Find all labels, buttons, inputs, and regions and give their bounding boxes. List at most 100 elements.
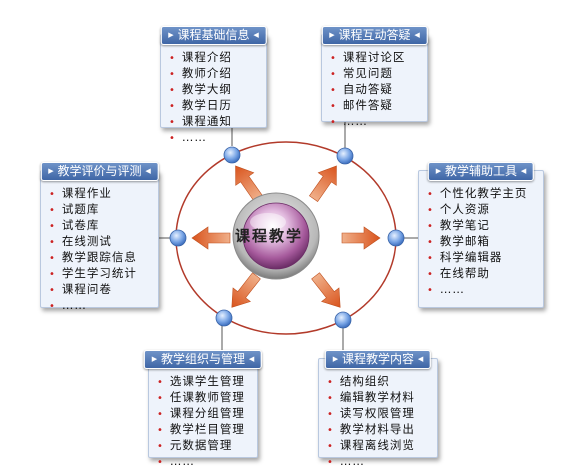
bullet-icon: • (327, 377, 334, 388)
list-item[interactable]: •课程分组管理 (157, 406, 245, 420)
box-header: ▶ 课程教学内容 ◀ (324, 350, 432, 369)
box-title: 课程互动答疑 (338, 28, 411, 42)
bullet-icon: • (157, 409, 164, 420)
box-header: ▶ 课程互动答疑 ◀ (321, 26, 428, 45)
arrow-to-eval (191, 226, 231, 250)
arrow-to-qa (309, 165, 337, 202)
bullet-icon: • (157, 441, 164, 452)
box-title: 教学组织与管理 (160, 352, 246, 366)
triangle-right-icon: ▶ (435, 167, 442, 175)
list-item[interactable]: •自动答疑 (330, 82, 393, 96)
arrow-to-org (231, 272, 261, 308)
bullet-icon: • (427, 269, 434, 280)
list-item[interactable]: •教师介绍 (169, 66, 232, 80)
list-item[interactable]: •课程离线浏览 (327, 438, 415, 452)
list-item[interactable]: •学生学习统计 (49, 266, 137, 280)
item-list: •课程讨论区 •常见问题 •自动答疑 •邮件答疑 •…… (330, 49, 421, 129)
box-teaching-tools: ▶ 教学辅助工具 ◀ •个性化教学主页 •个人资源 •教学笔记 •教学邮箱 •科… (418, 162, 544, 308)
list-item[interactable]: •教学日历 (169, 98, 232, 112)
box-header: ▶ 课程基础信息 ◀ (160, 26, 267, 45)
node-basic (223, 146, 241, 164)
bullet-icon: • (49, 253, 56, 264)
bullet-icon: • (157, 457, 164, 468)
triangle-left-icon: ◀ (414, 31, 420, 39)
box-header: ▶ 教学评价与评测 ◀ (40, 162, 159, 181)
item-list: •课程作业 •试题库 •试卷库 •在线测试 •教学跟踪信息 •学生学习统计 •课… (49, 185, 152, 313)
list-item[interactable]: •任课教师管理 (157, 390, 245, 404)
list-item[interactable]: •教学材料导出 (327, 422, 415, 436)
box-header: ▶ 教学辅助工具 ◀ (427, 162, 535, 181)
center-label: 课程教学 (234, 227, 303, 245)
list-item[interactable]: •试卷库 (49, 218, 100, 232)
triangle-right-icon: ▶ (151, 355, 158, 363)
bullet-icon: • (169, 117, 176, 128)
list-item[interactable]: •课程作业 (49, 186, 112, 200)
list-item[interactable]: •课程通知 (169, 114, 232, 128)
list-item[interactable]: •试题库 (49, 202, 100, 216)
bullet-icon: • (49, 221, 56, 232)
triangle-left-icon: ◀ (417, 355, 424, 363)
bullet-icon: • (49, 269, 56, 280)
bullet-icon: • (427, 253, 434, 264)
arrow-to-tools (341, 226, 381, 250)
list-item[interactable]: •在线帮助 (427, 266, 490, 280)
bullet-icon: • (157, 393, 164, 404)
box-header: ▶ 教学组织与管理 ◀ (143, 350, 263, 369)
bullet-icon: • (49, 205, 56, 216)
bullet-icon: • (327, 393, 334, 404)
triangle-right-icon: ▶ (332, 355, 339, 363)
list-item[interactable]: •读写权限管理 (327, 406, 415, 420)
list-item[interactable]: •结构组织 (327, 374, 390, 388)
list-item: •…… (330, 114, 368, 128)
list-item[interactable]: •邮件答疑 (330, 98, 393, 112)
bullet-icon: • (49, 301, 56, 312)
list-item[interactable]: •编辑教学材料 (327, 390, 415, 404)
list-item[interactable]: •常见问题 (330, 66, 393, 80)
list-item[interactable]: •选课学生管理 (157, 374, 245, 388)
list-item[interactable]: •教学跟踪信息 (49, 250, 137, 264)
bullet-icon: • (157, 425, 164, 436)
list-item[interactable]: •在线测试 (49, 234, 112, 248)
triangle-left-icon: ◀ (253, 31, 259, 39)
triangle-right-icon: ▶ (168, 31, 174, 39)
node-qa (336, 147, 354, 165)
list-item: •…… (49, 298, 87, 312)
list-item[interactable]: •科学编辑器 (427, 250, 503, 264)
triangle-left-icon: ◀ (248, 355, 255, 363)
list-item[interactable]: •教学大纲 (169, 82, 232, 96)
bullet-icon: • (169, 101, 176, 112)
arrow-to-basic (235, 165, 263, 202)
node-eval (169, 229, 187, 247)
box-title: 教学辅助工具 (444, 164, 518, 178)
list-item: •…… (169, 130, 207, 144)
box-teaching-organization: ▶ 教学组织与管理 ◀ •选课学生管理 •任课教师管理 •课程分组管理 •教学栏… (143, 350, 263, 468)
list-item: •…… (327, 454, 365, 468)
bullet-icon: • (49, 189, 56, 200)
bullet-icon: • (169, 133, 176, 144)
box-course-basic-info: ▶ 课程基础信息 ◀ •课程介绍 •教师介绍 •教学大纲 •教学日历 •课程通知… (160, 26, 267, 144)
bullet-icon: • (327, 457, 334, 468)
list-item[interactable]: •个性化教学主页 (427, 186, 528, 200)
box-title: 课程教学内容 (341, 352, 415, 366)
triangle-right-icon: ▶ (48, 167, 54, 175)
bullet-icon: • (330, 53, 337, 64)
list-item[interactable]: •个人资源 (427, 202, 490, 216)
bullet-icon: • (427, 189, 434, 200)
list-item[interactable]: •课程讨论区 (330, 50, 406, 64)
bullet-icon: • (49, 285, 56, 296)
item-list: •个性化教学主页 •个人资源 •教学笔记 •教学邮箱 •科学编辑器 •在线帮助 … (427, 185, 537, 297)
bullet-icon: • (49, 237, 56, 248)
list-item[interactable]: •课程介绍 (169, 50, 232, 64)
list-item[interactable]: •教学邮箱 (427, 234, 490, 248)
list-item[interactable]: •元数据管理 (157, 438, 233, 452)
list-item[interactable]: •教学笔记 (427, 218, 490, 232)
bullet-icon: • (427, 285, 434, 296)
list-item[interactable]: •教学栏目管理 (157, 422, 245, 436)
bullet-icon: • (169, 53, 176, 64)
bullet-icon: • (330, 69, 337, 80)
bullet-icon: • (327, 425, 334, 436)
triangle-right-icon: ▶ (329, 31, 335, 39)
bullet-icon: • (330, 117, 337, 128)
list-item[interactable]: •课程问卷 (49, 282, 112, 296)
